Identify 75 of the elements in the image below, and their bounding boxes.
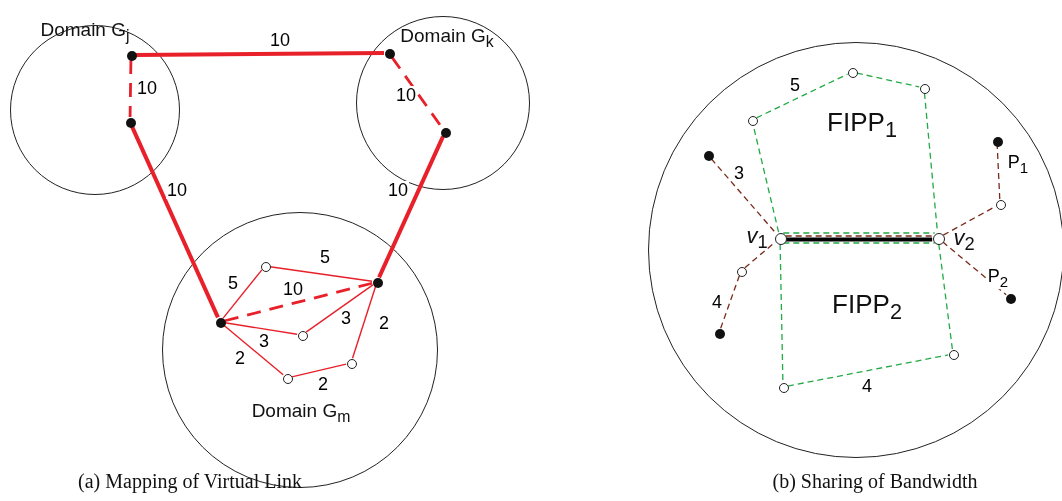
link-line xyxy=(224,322,298,335)
link-line xyxy=(856,72,920,88)
node-circle xyxy=(949,350,959,360)
link-line xyxy=(941,241,1007,296)
node-circle xyxy=(996,200,1006,210)
link-weight: P$_{2}$ xyxy=(986,267,1010,289)
link-line xyxy=(782,242,936,244)
link-line xyxy=(785,235,933,237)
node-dot xyxy=(704,151,714,161)
node-dot xyxy=(373,278,383,288)
node-dot xyxy=(216,318,226,328)
link-weight: 4 xyxy=(711,293,723,311)
link-line xyxy=(782,232,936,234)
link-line xyxy=(996,145,1001,200)
link-weight: 4 xyxy=(861,377,873,395)
link-line xyxy=(710,158,777,235)
link-line xyxy=(305,284,374,333)
link-line xyxy=(779,243,784,383)
node-label: v$_{2}$ xyxy=(953,226,975,254)
link-weight: 5 xyxy=(319,248,331,266)
link-weight: 10 xyxy=(282,280,304,298)
link-line xyxy=(377,135,445,279)
link-weight: 10 xyxy=(136,79,158,97)
node-circle xyxy=(261,262,271,272)
node-circle xyxy=(283,374,293,384)
link-weight: 5 xyxy=(227,274,239,292)
link-weight: 10 xyxy=(269,31,291,49)
node-circle xyxy=(779,383,789,393)
region-label: FIPP$_{2}$ xyxy=(832,291,902,323)
caption: (a) Mapping of Virtual Link xyxy=(78,471,302,491)
node-circle xyxy=(775,233,787,245)
link-weight: 5 xyxy=(789,76,801,94)
node-circle xyxy=(748,116,758,126)
node-circle xyxy=(347,359,357,369)
link-weight: 10 xyxy=(395,86,417,104)
node-circle xyxy=(298,331,308,341)
node-dot xyxy=(993,137,1003,147)
node-dot xyxy=(1006,294,1016,304)
link-line xyxy=(938,243,953,350)
link-weight: 2 xyxy=(378,314,390,332)
link-line xyxy=(785,237,933,242)
domain-name: Domain G$_{k}$ xyxy=(400,26,494,50)
link-weight: 3 xyxy=(340,309,352,327)
link-line xyxy=(351,286,377,359)
node-dot xyxy=(441,128,451,138)
link-line xyxy=(787,354,949,387)
link-weight: 2 xyxy=(234,349,246,367)
link-line xyxy=(223,324,284,376)
link-weight: 10 xyxy=(387,181,409,199)
node-dot xyxy=(126,118,136,128)
link-weight: 10 xyxy=(166,181,188,199)
link-line xyxy=(130,125,220,319)
link-line xyxy=(128,59,133,118)
node-circle xyxy=(933,233,945,245)
node-circle xyxy=(920,84,930,94)
node-label: v$_{1}$ xyxy=(746,224,768,252)
link-weight: 2 xyxy=(317,375,329,393)
node-dot xyxy=(385,49,395,59)
link-line xyxy=(269,266,373,282)
node-dot xyxy=(127,51,137,61)
caption: (b) Sharing of Bandwidth xyxy=(772,471,978,491)
node-circle xyxy=(848,68,858,78)
link-line xyxy=(222,269,263,319)
link-weight: 3 xyxy=(258,332,270,350)
domain-name: Domain G$_{m}$ xyxy=(251,401,351,425)
node-circle xyxy=(737,267,747,277)
node-dot xyxy=(715,329,725,339)
link-line xyxy=(720,275,740,329)
link-weight: 3 xyxy=(733,164,745,182)
link-line xyxy=(755,73,849,119)
link-line xyxy=(291,363,347,378)
link-weight: P$_{1}$ xyxy=(1006,153,1030,175)
region-label: FIPP$_{1}$ xyxy=(827,109,897,141)
link-line xyxy=(136,51,384,57)
link-line xyxy=(224,281,373,323)
